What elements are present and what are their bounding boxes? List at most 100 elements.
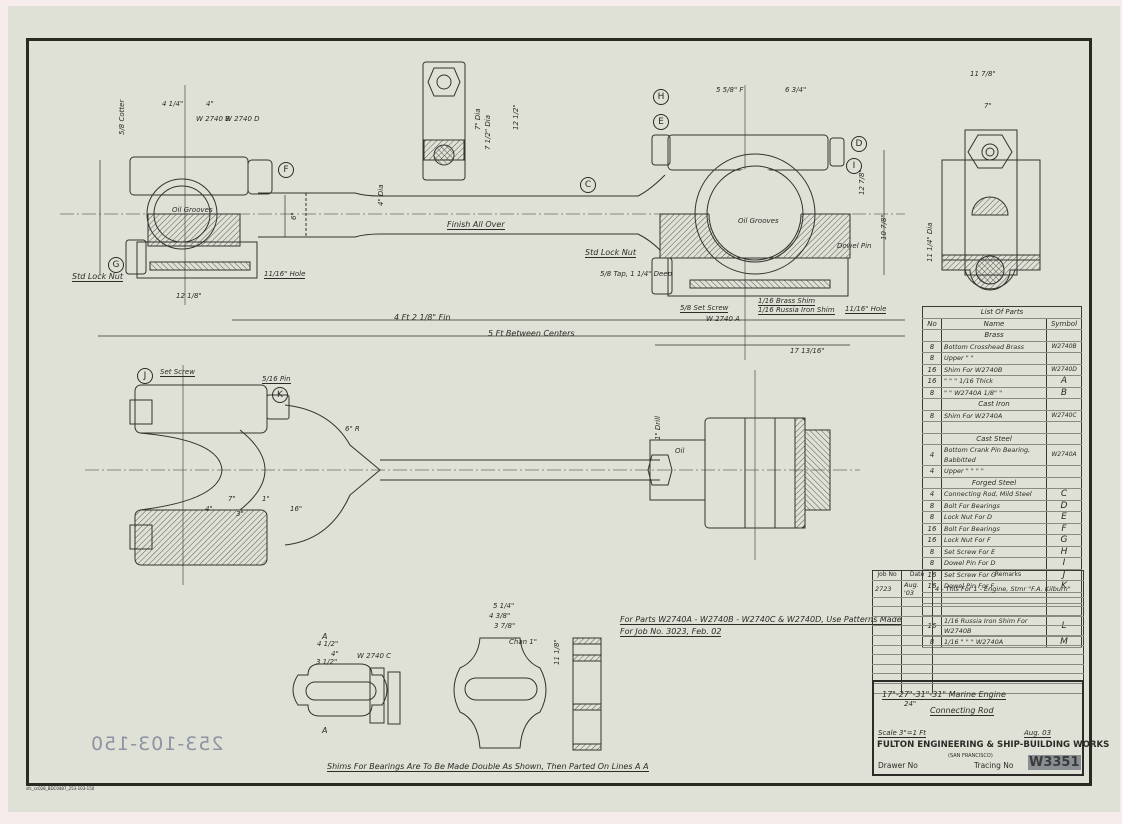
drill-label: 1" Drill bbox=[654, 415, 662, 440]
dim-6: 6" bbox=[290, 212, 298, 220]
hole-left: 11/16" Hole bbox=[264, 270, 306, 279]
dim-4-38: 4 3/8" bbox=[489, 612, 511, 620]
callout-e: E bbox=[653, 114, 669, 130]
part-quantity: 16 bbox=[922, 534, 942, 547]
remarks-job-no bbox=[872, 616, 902, 627]
crank-end-elevation bbox=[651, 134, 851, 297]
remarks-row bbox=[872, 673, 1084, 684]
remarks-job-no bbox=[872, 635, 902, 646]
part-quantity: 16 bbox=[922, 523, 942, 535]
remarks-text bbox=[932, 654, 1084, 665]
part-name: Lock Nut For F bbox=[941, 534, 1047, 547]
callout-h: H bbox=[653, 89, 669, 105]
dim-4-upper: 4" bbox=[206, 100, 214, 108]
part-symbol bbox=[1046, 421, 1082, 434]
remarks-row bbox=[872, 597, 1084, 608]
title-line2: Connecting Rod bbox=[930, 706, 994, 716]
part-quantity: 8 bbox=[922, 500, 942, 512]
remarks-text bbox=[932, 597, 1084, 608]
remarks-date bbox=[901, 654, 933, 665]
part-symbol: H bbox=[1046, 546, 1082, 558]
title-block: 17"-27"-31"-31" Marine Engine 24" Connec… bbox=[872, 680, 1109, 776]
set-screw-top: Set Screw bbox=[160, 368, 195, 377]
remarks-row bbox=[872, 625, 1084, 636]
remarks-job-no bbox=[872, 645, 902, 656]
rod-shank bbox=[258, 174, 666, 251]
remarks-text bbox=[932, 606, 1084, 617]
remarks-date bbox=[901, 683, 933, 694]
remarks-date bbox=[901, 616, 933, 627]
dia-7-dim: 7" Dia bbox=[474, 108, 482, 130]
remarks-row bbox=[872, 654, 1084, 665]
dim-6-34: 6 3/4" bbox=[785, 86, 807, 94]
callout-d: D bbox=[851, 136, 867, 152]
pattern-mark-c: W 2740 C bbox=[357, 652, 392, 660]
parts-header-symbol: Symbol bbox=[1046, 318, 1082, 330]
remarks-date bbox=[901, 606, 933, 617]
part-quantity: 16 bbox=[922, 375, 942, 388]
remarks-text bbox=[932, 635, 1084, 646]
part-name: Dowel Pin For D bbox=[941, 557, 1047, 570]
dim-4-lower: 4" bbox=[205, 505, 213, 513]
part-symbol: C bbox=[1046, 488, 1082, 501]
remarks-job-no bbox=[872, 664, 902, 675]
dim-10-78: 10 7/8" bbox=[880, 214, 888, 240]
brass-shim-label: 1/16 Brass Shim bbox=[758, 297, 816, 306]
part-name: Bolt For Bearings bbox=[941, 523, 1047, 535]
dim-17-13-16: 17 13/16" bbox=[790, 347, 825, 355]
part-quantity: 4 bbox=[922, 465, 942, 478]
part-symbol: W2740A bbox=[1046, 444, 1082, 466]
drawing-border bbox=[26, 38, 1092, 786]
dim-11-78: 11 7/8" bbox=[970, 70, 996, 78]
part-symbol: A bbox=[1046, 375, 1082, 388]
parts-header-no: No bbox=[922, 318, 942, 330]
patterns-note-line2: For Job No. 3023, Feb. 02 bbox=[620, 627, 722, 637]
part-name: Bottom Crosshead Brass bbox=[941, 341, 1047, 353]
remarks-job-no: 2723 bbox=[872, 580, 902, 598]
dim-3-12: 3 1/2" bbox=[316, 658, 338, 666]
remarks-row bbox=[872, 616, 1084, 627]
cotter-label: 5/8 Cotter bbox=[118, 99, 126, 135]
part-symbol: W2740C bbox=[1046, 410, 1082, 422]
part-name: Bottom Crank Pin Bearing, Babbitted bbox=[941, 444, 1047, 466]
remarks-text: 4 - This For 1 - Engine, Stmr "F.A. Kilb… bbox=[932, 580, 1084, 598]
part-quantity: 8 bbox=[922, 341, 942, 353]
part-quantity: 8 bbox=[922, 387, 942, 399]
callout-i: I bbox=[846, 158, 862, 174]
part-quantity: 8 bbox=[922, 557, 942, 570]
shim-small bbox=[292, 663, 401, 725]
dim-7-lower: 7" bbox=[228, 495, 236, 503]
part-quantity: 4 bbox=[922, 444, 942, 466]
remarks-text bbox=[932, 673, 1084, 684]
company-location: (SAN FRANCISCO) bbox=[948, 753, 993, 759]
remarks-date bbox=[901, 645, 933, 656]
dim-4-shim: 4" bbox=[331, 650, 339, 658]
parts-category: Cast Iron bbox=[941, 398, 1047, 411]
between-centers-dim: 5 Ft Between Centers bbox=[488, 329, 575, 338]
remarks-row bbox=[872, 664, 1084, 675]
pattern-mark-d: W 2740 D bbox=[225, 115, 260, 123]
chan-label: Chan 1" bbox=[509, 638, 537, 646]
remarks-date: Aug. '03 bbox=[901, 580, 933, 598]
remarks-row bbox=[872, 635, 1084, 646]
shim-large bbox=[453, 637, 602, 751]
std-lock-nut-right: Std Lock Nut bbox=[585, 248, 636, 258]
tap-note: 5/8 Tap, 1 1/4" Deep bbox=[600, 270, 673, 278]
tracing-no-label: Tracing No bbox=[974, 761, 1014, 770]
part-quantity: 8 bbox=[922, 352, 942, 365]
part-name: Lock Nut For D bbox=[941, 511, 1047, 524]
std-lock-nut-left: Std Lock Nut bbox=[72, 272, 123, 282]
parts-list-title: List Of Parts bbox=[922, 306, 1082, 319]
dim-5-14: 5 1/4" bbox=[493, 602, 515, 610]
callout-g: G bbox=[108, 257, 124, 273]
callout-k: K bbox=[272, 387, 288, 403]
part-symbol: F bbox=[1046, 523, 1082, 535]
